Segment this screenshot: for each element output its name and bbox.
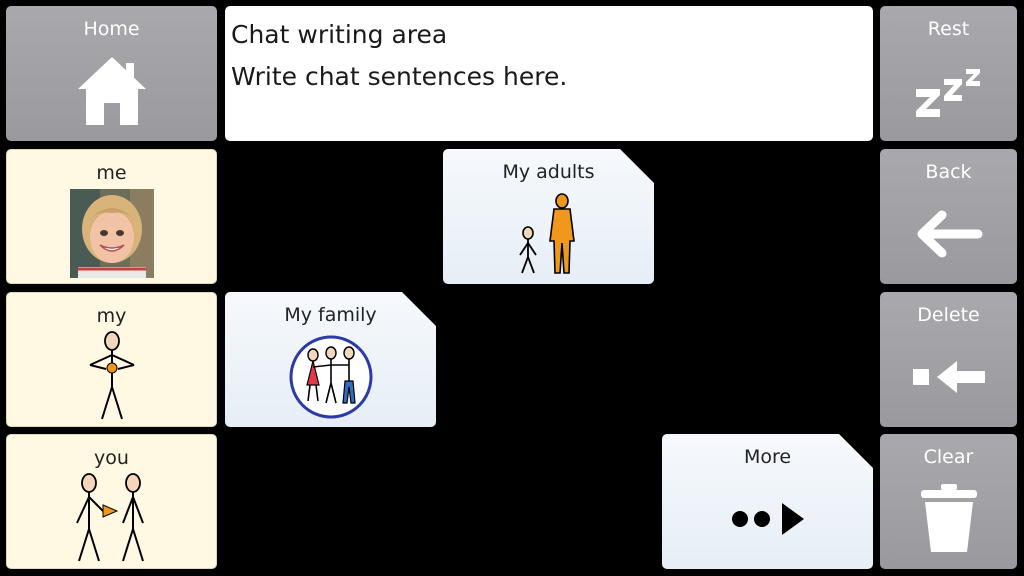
back-label: Back: [925, 161, 972, 183]
trash-icon: [920, 483, 977, 552]
me-label: me: [96, 162, 127, 184]
adults-icon: [514, 193, 584, 275]
chat-title: Chat writing area: [231, 20, 448, 49]
clear-button[interactable]: Clear: [880, 434, 1017, 569]
my-family-folder[interactable]: My family: [225, 292, 436, 427]
zzz-icon: [915, 68, 980, 117]
home-label: Home: [83, 18, 140, 40]
my-button[interactable]: my: [6, 292, 217, 427]
more-label: More: [743, 446, 792, 468]
me-button[interactable]: me: [6, 149, 217, 284]
delete-icon: [912, 360, 985, 393]
back-arrow-icon: [917, 210, 982, 257]
more-arrow-icon: [730, 499, 806, 539]
you-label: you: [94, 447, 129, 469]
you-button[interactable]: you: [6, 434, 217, 569]
home-button[interactable]: Home: [6, 6, 217, 141]
my-adults-folder[interactable]: My adults: [443, 149, 654, 284]
my-person-icon: [89, 330, 134, 419]
you-people-icon: [75, 472, 144, 561]
home-icon: [77, 56, 146, 125]
family-icon: [289, 335, 373, 419]
my-family-label: My family: [284, 304, 377, 326]
my-label: my: [96, 305, 127, 327]
rest-button[interactable]: Rest: [880, 6, 1017, 141]
delete-button[interactable]: Delete: [880, 292, 1017, 427]
back-button[interactable]: Back: [880, 149, 1017, 284]
chat-writing-area[interactable]: Chat writing area Write chat sentences h…: [225, 6, 873, 141]
child-photo: [69, 189, 154, 278]
clear-label: Clear: [923, 446, 974, 468]
delete-label: Delete: [917, 304, 980, 326]
rest-label: Rest: [927, 18, 970, 40]
my-adults-label: My adults: [502, 161, 595, 183]
more-folder[interactable]: More: [662, 434, 873, 569]
chat-placeholder: Write chat sentences here.: [231, 62, 568, 91]
